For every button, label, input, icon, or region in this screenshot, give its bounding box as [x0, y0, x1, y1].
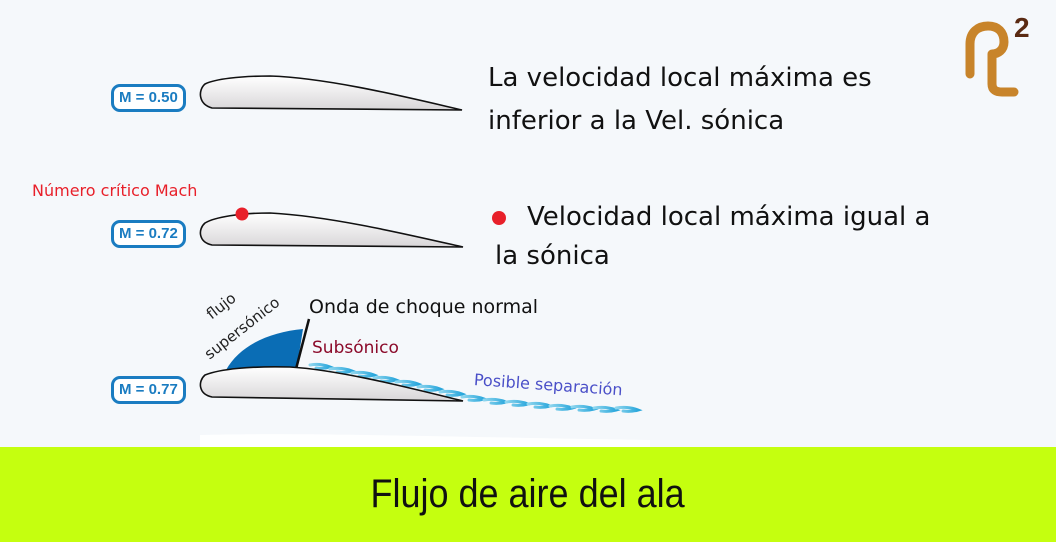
logo-icon — [965, 21, 1019, 97]
footer-title: Flujo de aire del ala — [370, 472, 686, 516]
brand-logo: 2 — [958, 12, 1038, 100]
description-m050-line2: inferior a la Vel. sónica — [488, 106, 785, 136]
description-m050-line1: La velocidad local máxima es — [488, 63, 872, 93]
logo-superscript: 2 — [1014, 12, 1030, 43]
airfoil-m077 — [199, 366, 464, 402]
subsonic-label: Subsónico — [312, 338, 399, 358]
separation-wake — [308, 362, 643, 413]
mach-badge-077: M = 0.77 — [111, 376, 186, 404]
description-m072-line1: Velocidad local máxima igual a — [527, 202, 931, 232]
mach-badge-050: M = 0.50 — [111, 84, 186, 112]
shock-wave-label: Onda de choque normal — [309, 296, 539, 318]
airfoil-m050 — [199, 75, 463, 111]
description-m072-line2: la sónica — [495, 241, 610, 271]
airfoil-diagram: M = 0.50 La velocidad local máxima es in… — [32, 63, 931, 413]
critical-mach-label: Número crítico Mach — [32, 181, 198, 200]
airfoil-drawings — [199, 75, 643, 413]
critical-point-marker — [235, 207, 249, 221]
shock-wave-line — [294, 318, 311, 370]
critical-point-bullet-icon — [492, 211, 506, 225]
footer-banner: Flujo de aire del ala — [0, 447, 1056, 542]
supersonic-region — [226, 329, 303, 370]
mach-badge-072: M = 0.72 — [111, 220, 186, 248]
